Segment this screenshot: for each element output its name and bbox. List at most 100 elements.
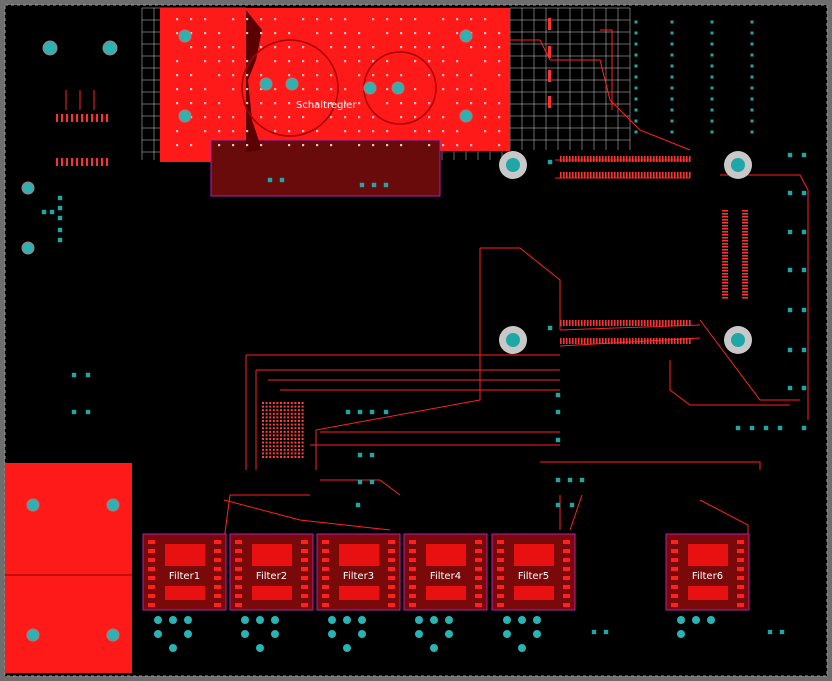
via [57, 237, 63, 243]
filter-pad [497, 594, 504, 598]
connector-pin [569, 156, 571, 162]
smd-component [548, 46, 551, 58]
bga-ball [283, 430, 286, 433]
regulator-outline-box [210, 139, 441, 197]
filter-module: Filter6 [665, 533, 750, 638]
connector-pin [662, 338, 664, 344]
via [787, 190, 793, 196]
regulator-via [456, 88, 459, 91]
via [357, 452, 363, 458]
connector-pin [722, 270, 728, 272]
connector-pin [563, 156, 565, 162]
bga-ball [301, 416, 304, 419]
via [85, 372, 91, 378]
bga-ball [269, 430, 272, 433]
regulator-via [190, 102, 193, 105]
regulator-via [484, 32, 487, 35]
connector-pin [671, 320, 673, 326]
regulator-via [386, 88, 389, 91]
connector-pin [560, 156, 562, 162]
bga-ball [301, 441, 304, 444]
filter-pad [409, 576, 416, 580]
regulator-via [428, 46, 431, 49]
via [670, 86, 674, 90]
connector-pin [566, 156, 568, 162]
bga-ball [301, 430, 304, 433]
regulator-via [302, 60, 305, 63]
via [710, 108, 714, 112]
bga-ball [290, 423, 293, 426]
filter-label: Filter2 [256, 571, 287, 582]
smd-pad [101, 114, 103, 122]
connector-pin [560, 172, 562, 178]
filter-pad [737, 558, 744, 562]
connector-pin [722, 234, 728, 236]
connector-pin [632, 320, 634, 326]
bga-ball [294, 448, 297, 451]
regulator-via [232, 130, 235, 133]
filter-pad [671, 576, 678, 580]
filter-pad [737, 603, 744, 607]
regulator-via [274, 46, 277, 49]
bga-ball [298, 448, 300, 451]
bga-ball [290, 416, 293, 419]
bga-ball [298, 452, 300, 455]
bga-ball [265, 438, 268, 440]
regulator-via [204, 60, 207, 63]
bga-ball [265, 402, 268, 404]
connector-pin [665, 320, 667, 326]
via [357, 409, 363, 415]
connector-pin [629, 156, 631, 162]
filter-pad [671, 567, 678, 571]
filter-pad [497, 585, 504, 589]
regulator-via [232, 88, 235, 91]
bga-ball [265, 445, 268, 448]
filter-connector-pad [677, 616, 685, 624]
via [779, 629, 785, 635]
via [750, 97, 754, 101]
bga-ball [276, 420, 279, 422]
bga-ball [272, 409, 275, 412]
connector-pin [605, 320, 607, 326]
bga-ball [272, 416, 275, 419]
via [670, 130, 674, 134]
bga-ball [280, 456, 282, 458]
filter-connector-pad [169, 644, 177, 652]
connector-pin [677, 338, 679, 344]
regulator-via [246, 88, 249, 91]
regulator-via [288, 130, 291, 133]
smd-pad [91, 114, 93, 122]
connector-pin [575, 172, 577, 178]
connector-pin [590, 156, 592, 162]
filter-pad [671, 549, 678, 553]
smd-pad [86, 158, 88, 166]
regulator-via [498, 60, 501, 63]
filter-pad [671, 594, 678, 598]
bga-ball [301, 409, 304, 412]
connector-pin [742, 294, 748, 296]
filter-connector-pad [533, 616, 541, 624]
filter-connector-pad [328, 616, 336, 624]
bga-ball [272, 427, 275, 430]
filter-copper [165, 544, 205, 566]
bga-ball [276, 441, 279, 444]
regulator-via [470, 46, 473, 49]
bga-ball [280, 430, 282, 433]
regulator-via [204, 102, 207, 105]
regulator-via [190, 144, 193, 147]
bga-ball [262, 452, 264, 455]
bga-ball [280, 405, 282, 408]
connector-pin [742, 234, 748, 236]
bga-ball [283, 412, 286, 415]
regulator-via [470, 74, 473, 77]
bga-ball [290, 405, 293, 408]
via [787, 152, 793, 158]
filter-pad [409, 585, 416, 589]
regulator-via [288, 74, 291, 77]
bga-ball [294, 423, 297, 426]
connector-pin [569, 320, 571, 326]
via [603, 629, 609, 635]
bga-ball [294, 409, 297, 412]
via-field [176, 18, 501, 458]
regulator-via [204, 46, 207, 49]
